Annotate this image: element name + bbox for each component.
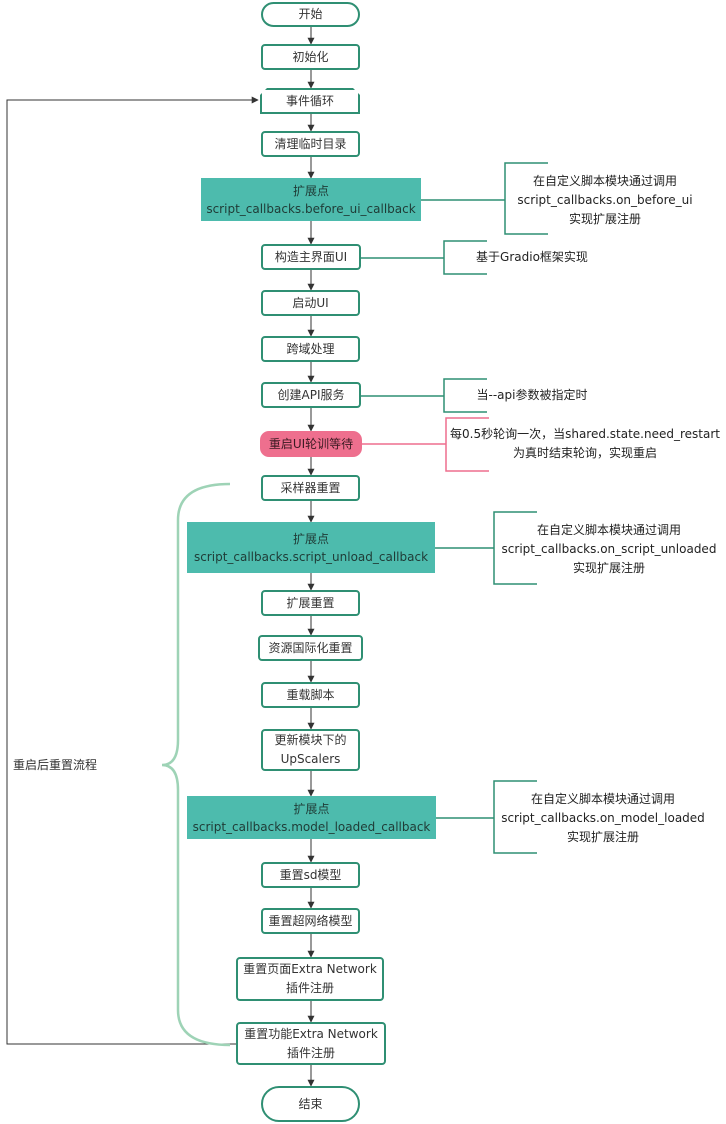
restart-loop-arrow bbox=[6, 96, 259, 1045]
note-line: 实现扩展注册 bbox=[566, 830, 639, 844]
extension-point-callback: script_callbacks.before_ui_callback bbox=[206, 201, 416, 216]
note-line: script_callbacks.on_script_unloaded bbox=[501, 542, 717, 556]
extension-point-title: 扩展点 bbox=[292, 183, 329, 198]
end-node: 结束 bbox=[261, 1086, 360, 1122]
note-gradio: 基于Gradio框架实现 bbox=[476, 250, 588, 264]
note-script-unload: 在自定义脚本模块通过调用 script_callbacks.on_script_… bbox=[494, 521, 724, 578]
extension-point-before-ui: 扩展点 script_callbacks.before_ui_callback bbox=[201, 178, 421, 221]
reset-func-extra-network-node: 重置功能Extra Network 插件注册 bbox=[236, 1022, 386, 1065]
note-model-loaded: 在自定义脚本模块通过调用 script_callbacks.on_model_l… bbox=[494, 790, 712, 847]
update-upscalers-node: 更新模块下的 UpScalers bbox=[261, 729, 360, 771]
init-node: 初始化 bbox=[261, 44, 360, 70]
restart-wait-node: 重启UI轮训等待 bbox=[260, 431, 362, 457]
note-connectors bbox=[361, 162, 548, 854]
node-line: 插件注册 bbox=[285, 981, 334, 995]
reload-scripts-node: 重载脚本 bbox=[261, 682, 360, 708]
extension-point-model-loaded: 扩展点 script_callbacks.model_loaded_callba… bbox=[187, 796, 436, 839]
cors-node: 跨域处理 bbox=[261, 336, 360, 362]
restart-brace bbox=[161, 482, 231, 1047]
note-line: 在自定义脚本模块通过调用 bbox=[536, 523, 681, 537]
start-node: 开始 bbox=[261, 2, 360, 27]
note-line: script_callbacks.on_before_ui bbox=[517, 193, 693, 207]
restart-flow-label: 重启后重置流程 bbox=[13, 758, 98, 772]
reset-sd-model-node: 重置sd模型 bbox=[261, 862, 360, 888]
reset-page-extra-network-node: 重置页面Extra Network 插件注册 bbox=[236, 957, 384, 1001]
event-loop-node: 事件循环 bbox=[260, 88, 360, 114]
node-line: UpScalers bbox=[280, 752, 341, 766]
restart-note-connector bbox=[362, 417, 489, 472]
sampler-reset-node: 采样器重置 bbox=[261, 475, 360, 501]
extension-point-title: 扩展点 bbox=[293, 801, 330, 816]
note-line: 每0.5秒轮询一次，当shared.state.need_restart bbox=[450, 427, 720, 441]
note-restart-poll: 每0.5秒轮询一次，当shared.state.need_restart 为真时… bbox=[446, 425, 724, 463]
note-line: script_callbacks.on_model_loaded bbox=[501, 811, 705, 825]
note-line: 在自定义脚本模块通过调用 bbox=[530, 792, 675, 806]
node-line: 插件注册 bbox=[286, 1045, 335, 1060]
note-before-ui: 在自定义脚本模块通过调用 script_callbacks.on_before_… bbox=[505, 172, 705, 229]
note-line: 实现扩展注册 bbox=[568, 212, 641, 226]
main-arrows bbox=[6, 27, 315, 1087]
note-api-flag: 当--api参数被指定时 bbox=[476, 388, 588, 402]
clean-temp-dir-node: 清理临时目录 bbox=[261, 131, 360, 157]
create-api-node: 创建API服务 bbox=[261, 382, 361, 408]
extension-point-callback: script_callbacks.script_unload_callback bbox=[193, 549, 429, 564]
reset-hypernetwork-node: 重置超网络模型 bbox=[261, 908, 360, 934]
extension-point-script-unload: 扩展点 script_callbacks.script_unload_callb… bbox=[187, 522, 435, 573]
extension-reset-node: 扩展重置 bbox=[261, 590, 360, 616]
note-line: 实现扩展注册 bbox=[572, 561, 645, 575]
note-line: 为真时结束轮询，实现重启 bbox=[512, 446, 657, 460]
note-line: 在自定义脚本模块通过调用 bbox=[532, 174, 677, 188]
launch-ui-node: 启动UI bbox=[261, 290, 360, 316]
i18n-reset-node: 资源国际化重置 bbox=[258, 635, 363, 661]
node-line: 重置功能Extra Network bbox=[244, 1026, 378, 1041]
extension-point-title: 扩展点 bbox=[292, 531, 329, 546]
node-line: 更新模块下的 bbox=[274, 733, 347, 747]
build-main-ui-node: 构造主界面UI bbox=[261, 244, 361, 270]
node-line: 重置页面Extra Network bbox=[243, 962, 377, 976]
extension-point-callback: script_callbacks.model_loaded_callback bbox=[192, 819, 431, 834]
